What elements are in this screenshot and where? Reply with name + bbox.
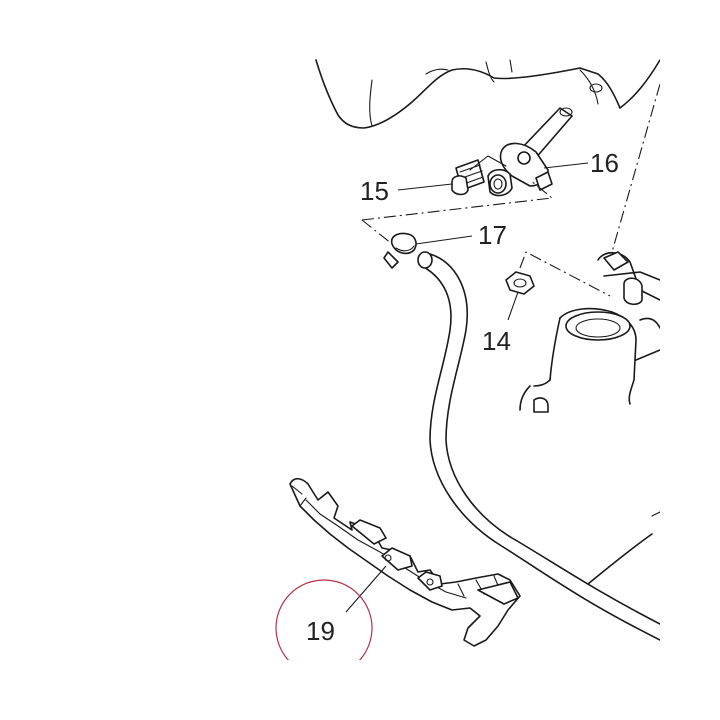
- leader-lines: [345, 162, 589, 613]
- part-label-14: 14: [482, 326, 511, 356]
- fuel-tap: [487, 107, 573, 197]
- part-label-19: 19: [306, 616, 335, 646]
- hose-clamp: [383, 232, 417, 269]
- carburettor-body: [519, 251, 660, 413]
- part-label-15: 15: [360, 176, 389, 206]
- hose-bracket: [289, 477, 521, 647]
- callout-circle-19: [275, 579, 373, 660]
- part-label-16: 16: [590, 148, 619, 178]
- assembly-lines: [361, 83, 660, 297]
- part-label-17: 17: [478, 220, 507, 250]
- tank-housing: [315, 59, 660, 129]
- bolt: [451, 159, 485, 196]
- frame-tube: [587, 511, 660, 585]
- fuel-hose: [417, 251, 660, 641]
- nut: [505, 271, 535, 295]
